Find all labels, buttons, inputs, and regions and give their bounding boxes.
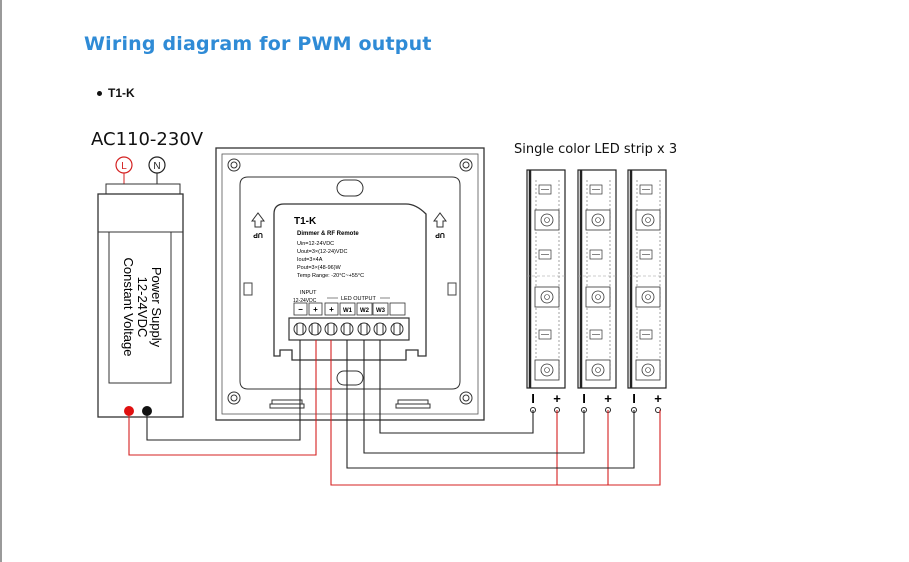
led-strip-1: I+: [526, 169, 566, 413]
supply-line-1: Power Supply: [149, 267, 164, 348]
page-left-border: [0, 0, 2, 562]
terminal-label-pos-out: +: [329, 305, 334, 314]
spec-uin: Uin=12-24VDC: [297, 241, 334, 247]
model-label: T1-K: [97, 86, 135, 100]
supply-positive-output: [124, 406, 134, 416]
ac-input-label: AC110-230V: [91, 129, 204, 150]
up-label-right: UP: [435, 231, 445, 238]
terminal-label-w3: W3: [376, 308, 386, 314]
spec-uout: Uout=3×(12-24)VDC: [297, 249, 347, 255]
input-label: INPUT: [300, 290, 317, 296]
supply-negative-output: [142, 406, 152, 416]
module-subtitle: Dimmer & RF Remote: [297, 231, 359, 237]
strip-1-minus-label: I: [531, 391, 535, 406]
page-title: Wiring diagram for PWM output: [84, 33, 432, 55]
wall-controller: UP UP T1-K Dimmer & RF Remote Uin=12-24V…: [215, 147, 485, 421]
live-terminal-label: L: [121, 161, 127, 172]
input-voltage: 12-24VDC: [293, 298, 317, 304]
terminal-label-neg: −: [298, 305, 303, 314]
strip-1-plus-label: +: [553, 391, 561, 406]
wires: [128, 340, 661, 486]
led-strips: I+I+I+: [526, 169, 667, 413]
neutral-terminal-label: N: [153, 161, 160, 172]
bullet-icon: [97, 91, 102, 97]
terminal-label-pos-in: +: [313, 305, 318, 314]
spec-iout: Iout=3×4A: [297, 257, 323, 263]
up-label-left: UP: [253, 231, 263, 238]
terminal-label-w2: W2: [360, 308, 370, 314]
led-output-label: LED OUTPUT: [341, 296, 376, 302]
led-strip-3: I+: [627, 169, 667, 413]
supply-line-3: Constant Voltage: [121, 257, 136, 356]
strip-title: Single color LED strip x 3: [514, 142, 678, 157]
supply-label: Power Supply 12-24VDC Constant Voltage: [121, 257, 164, 356]
power-supply: L N Power Supply 12-24VDC Constant Volta…: [97, 156, 184, 418]
led-strip-2: I+: [577, 169, 617, 413]
strip-3-minus-label: I: [632, 391, 636, 406]
model-name: T1-K: [108, 86, 135, 100]
supply-line-2: 12-24VDC: [135, 277, 150, 338]
strip-3-plus-label: +: [654, 391, 662, 406]
spec-pout: Pout=3×(48-96)W: [297, 265, 342, 271]
module-name: T1-K: [294, 216, 317, 227]
spec-temp: Temp Range: -20°C~+55°C: [297, 273, 364, 279]
strip-2-minus-label: I: [582, 391, 586, 406]
strip-2-plus-label: +: [604, 391, 612, 406]
terminal-label-w1: W1: [343, 308, 353, 314]
